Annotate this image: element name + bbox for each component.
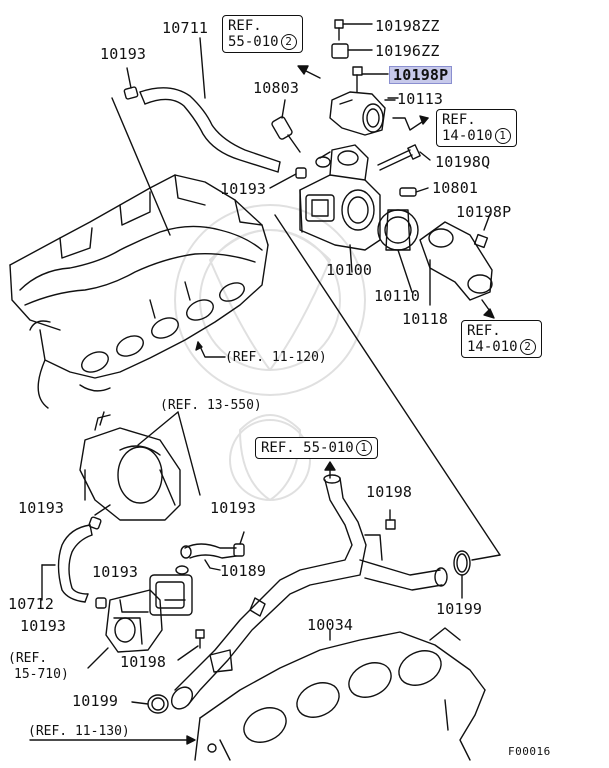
part-label-10189[interactable]: 10189	[220, 562, 267, 580]
ref-box-code: 14-010	[442, 128, 493, 144]
bolt-10198P-right	[473, 213, 491, 249]
watermark-logo	[174, 204, 366, 501]
hose-10712	[57, 524, 93, 603]
part-label-10113[interactable]: 10113	[397, 90, 444, 108]
thermostat-housing-10100	[299, 144, 381, 273]
clamp-10193-f	[95, 597, 107, 609]
ref-box-line1: REF.	[261, 440, 295, 456]
part-label-10198P-highlighted[interactable]: 10198P	[389, 66, 453, 84]
clamp-10193-d	[88, 516, 102, 530]
part-label-10034[interactable]: 10034	[307, 616, 354, 634]
part-label-10198P-right[interactable]: 10198P	[456, 203, 512, 221]
ref-13-550[interactable]: (REF. 13-550)	[160, 398, 262, 413]
sensor-10803	[271, 99, 301, 153]
part-label-10198ZZ[interactable]: 10198ZZ	[375, 17, 440, 35]
part-label-10198Q[interactable]: 10198Q	[435, 153, 491, 171]
pump-housing-lower	[105, 574, 193, 653]
water-pipe-10034	[170, 474, 448, 710]
ref-circle-number: 2	[519, 339, 536, 355]
ref-box-line1: REF.	[442, 112, 476, 128]
part-label-10196ZZ[interactable]: 10196ZZ	[375, 42, 440, 60]
part-label-10193-f[interactable]: 10193	[20, 617, 67, 635]
hose-10711	[139, 37, 281, 173]
ref-circle-number: 2	[280, 34, 297, 50]
engine-block-lower	[194, 627, 486, 761]
ref-15-710-line1[interactable]: (REF.	[8, 651, 48, 666]
clamp-10193-b	[295, 167, 307, 179]
part-label-10803[interactable]: 10803	[253, 79, 300, 97]
clamp-10193-a	[123, 67, 139, 100]
part-label-10801[interactable]: 10801	[432, 179, 479, 197]
part-label-10193-e[interactable]: 10193	[92, 563, 139, 581]
ref-15-710-line2[interactable]: 15-710)	[14, 667, 69, 682]
part-label-10193-d[interactable]: 10193	[18, 499, 65, 517]
ref-11-130[interactable]: (REF. 11-130)	[28, 724, 130, 739]
part-label-10198-a[interactable]: 10198	[366, 483, 413, 501]
part-label-10110[interactable]: 10110	[374, 287, 421, 305]
part-label-10118[interactable]: 10118	[402, 310, 449, 328]
part-label-10193-a[interactable]: 10193	[100, 45, 147, 63]
ref-box-code: 55-010	[228, 34, 279, 50]
figure-code: F00016	[508, 745, 551, 758]
bracket-10196ZZ	[331, 43, 373, 59]
bolt-10198-a	[385, 509, 396, 530]
bolt-10198Q	[377, 144, 431, 171]
sensor-10801	[399, 187, 429, 197]
ref-box-code: 55-010	[303, 440, 354, 456]
thermostat-10110	[377, 209, 419, 293]
hose-10189	[175, 543, 245, 575]
part-label-10711[interactable]: 10711	[162, 19, 209, 37]
part-label-10193-b[interactable]: 10193	[220, 180, 267, 198]
ref-circle-number: 1	[494, 128, 511, 144]
intake-manifold-upper	[9, 174, 269, 409]
ref-11-120[interactable]: (REF. 11-120)	[225, 350, 327, 365]
water-inlet-10118	[419, 221, 493, 306]
ref-box-line1: REF.	[467, 323, 501, 339]
part-label-10100[interactable]: 10100	[326, 261, 373, 279]
part-label-10712[interactable]: 10712	[8, 595, 55, 613]
bolt-10198-b	[177, 629, 205, 661]
bolt-10198P	[352, 66, 389, 93]
throttle-body-ref-13-550	[79, 411, 181, 521]
ref-box-code: 14-010	[467, 339, 518, 355]
ref-circle-number: 1	[355, 440, 372, 456]
ref-box-line1: REF.	[228, 18, 262, 34]
part-label-10199-b[interactable]: 10199	[72, 692, 119, 710]
part-label-10193-c[interactable]: 10193	[210, 499, 257, 517]
bolt-10198ZZ	[334, 19, 373, 41]
pipe-10113	[329, 91, 396, 136]
part-label-10199-a[interactable]: 10199	[436, 600, 483, 618]
part-label-10198-b[interactable]: 10198	[120, 653, 167, 671]
